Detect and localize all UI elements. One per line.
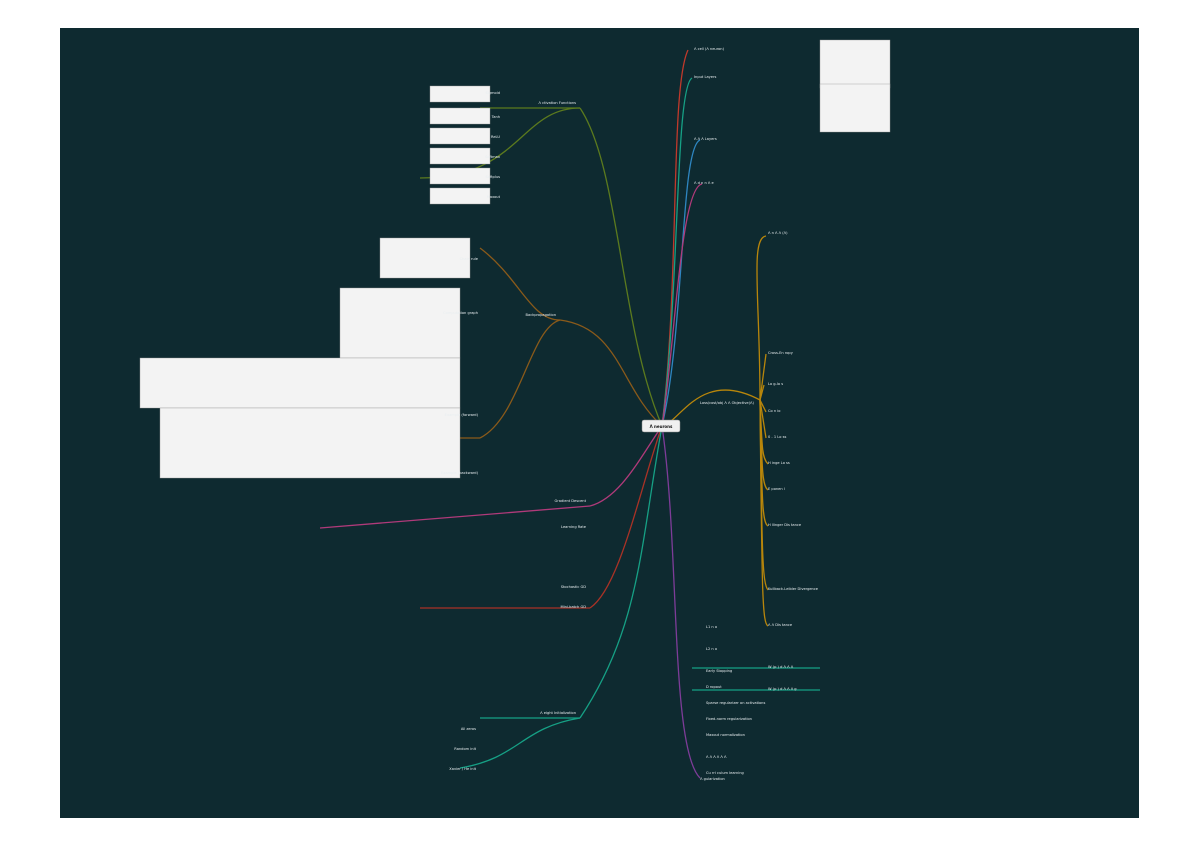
- right-top-node[interactable]: Λ Λ Λ Layers: [694, 137, 717, 141]
- branch-line: [579, 107, 663, 427]
- weight-init-node[interactable]: Λ eight Initialization: [540, 711, 576, 715]
- loss-node[interactable]: W (p ) d Λ Λ Λ g: [768, 687, 797, 691]
- network-figure: [819, 83, 891, 133]
- branch-line: [759, 384, 765, 401]
- right-top-node[interactable]: Λ cell (Λ neuron): [694, 47, 725, 51]
- activation-item[interactable]: ReLU: [491, 135, 500, 139]
- loss-functions-node[interactable]: Loss/cost/obj Λ Λ Objective(Λ): [700, 401, 754, 405]
- branch-line: [661, 183, 703, 427]
- backprop-item[interactable]: Example (forward): [445, 413, 479, 417]
- neuron-figure: [819, 39, 891, 89]
- optimizer-item[interactable]: Mini-batch GD: [560, 605, 586, 609]
- regularization-item[interactable]: Sparse regularizer on activations: [706, 701, 765, 705]
- loss-node[interactable]: H inge Lo ss: [768, 461, 790, 465]
- softplus-plot: [429, 167, 491, 185]
- branch-line: [589, 425, 663, 609]
- loss-node[interactable]: E ponen l: [768, 487, 785, 491]
- optimizer-item[interactable]: Stochastic GD: [561, 585, 587, 589]
- branch-line: [479, 319, 561, 439]
- activation-item[interactable]: Sigmoid: [485, 91, 500, 95]
- weight-init-item[interactable]: Random init: [454, 747, 476, 751]
- branch-line: [661, 77, 693, 427]
- loss-node[interactable]: Λ n Λ Λ (Λ): [768, 231, 788, 235]
- backprop-item[interactable]: Example (backward): [441, 471, 479, 475]
- regularization-item[interactable]: L2 n o: [706, 647, 717, 651]
- regularization-item[interactable]: Λ Λ Λ Λ Λ Λ: [706, 755, 727, 759]
- loss-node[interactable]: W (p ) d Λ Λ Λ: [768, 665, 794, 669]
- chain-rule-figure: [379, 237, 471, 279]
- softmax-plot: [429, 147, 491, 165]
- regularization-item[interactable]: Fixed-norm regularization: [706, 717, 752, 721]
- branch-line: [319, 505, 591, 529]
- loss-node[interactable]: Λ Λ Dis tance: [768, 623, 793, 627]
- activation-functions-node[interactable]: Λ ctivation Functions: [539, 101, 577, 105]
- branch-line: [759, 399, 769, 627]
- activation-item[interactable]: Maxout: [487, 195, 501, 199]
- mindmap-svg: Λ cell (Λ neuron) Input Layers Λ Λ Λ Layer…: [139, 39, 891, 781]
- maxout-plot: [429, 187, 491, 205]
- right-top-node[interactable]: Λ d n n Λ e: [694, 181, 714, 185]
- comp-graph-figure: [339, 287, 461, 359]
- regularization-node[interactable]: Λ gularization: [700, 777, 725, 781]
- relu-plot: [429, 127, 491, 145]
- loss-node[interactable]: Lo g-lo s: [768, 382, 783, 386]
- tanh-plot: [429, 107, 491, 125]
- loss-node[interactable]: Kullback-Leibler Divergence: [768, 587, 819, 591]
- loss-node[interactable]: H llinger Dis tance: [768, 523, 802, 527]
- regularization-item[interactable]: Maxout normalization: [706, 733, 745, 737]
- optimizer-item[interactable]: Learning Rate: [561, 525, 587, 529]
- branch-line: [759, 353, 767, 401]
- loss-node[interactable]: 0 - 1 Lo ss: [768, 435, 786, 439]
- loss-node[interactable]: Co n io: [768, 409, 780, 413]
- central-node[interactable]: [641, 419, 681, 433]
- optimizer-item[interactable]: Gradient Descent: [554, 499, 586, 503]
- backprop-node[interactable]: Backpropagation: [526, 313, 556, 317]
- branch-line: [579, 425, 663, 719]
- regularization-item[interactable]: Early Stopping: [706, 669, 732, 673]
- branch-line: [759, 399, 767, 439]
- loss-node[interactable]: Cross-En ropy: [768, 351, 794, 355]
- weight-init-item[interactable]: All zeros: [461, 727, 476, 731]
- branch-line: [661, 425, 701, 779]
- branch-line: [459, 717, 581, 769]
- right-top-node[interactable]: Input Layers: [694, 75, 716, 79]
- sigmoid-plot: [429, 85, 491, 103]
- regularization-item[interactable]: D ropout: [706, 685, 722, 689]
- backprop-item[interactable]: Chain rule: [460, 257, 479, 261]
- regularization-item[interactable]: Cu rri culum learning: [706, 771, 744, 775]
- backprop-example-figure: [139, 357, 461, 409]
- regularization-item[interactable]: L1 n o: [706, 625, 717, 629]
- activation-item[interactable]: Tanh: [491, 115, 500, 119]
- branch-line: [756, 235, 767, 401]
- branch-line: [759, 399, 767, 413]
- weight-init-item[interactable]: Xavier / He init: [449, 767, 476, 771]
- mindmap-canvas: Λ cell (Λ neuron) Input Layers Λ Λ Λ Layer…: [60, 28, 1139, 818]
- backprop-graph-figure: [159, 407, 461, 479]
- branch-line: [559, 319, 663, 427]
- activation-item[interactable]: Softmax: [485, 155, 501, 159]
- branch-line: [589, 425, 663, 507]
- backprop-item[interactable]: Computation graph: [443, 311, 478, 315]
- central-node-label: Λ neurons: [650, 424, 673, 429]
- activation-item[interactable]: Softplus: [485, 175, 500, 179]
- branch-line: [479, 247, 561, 321]
